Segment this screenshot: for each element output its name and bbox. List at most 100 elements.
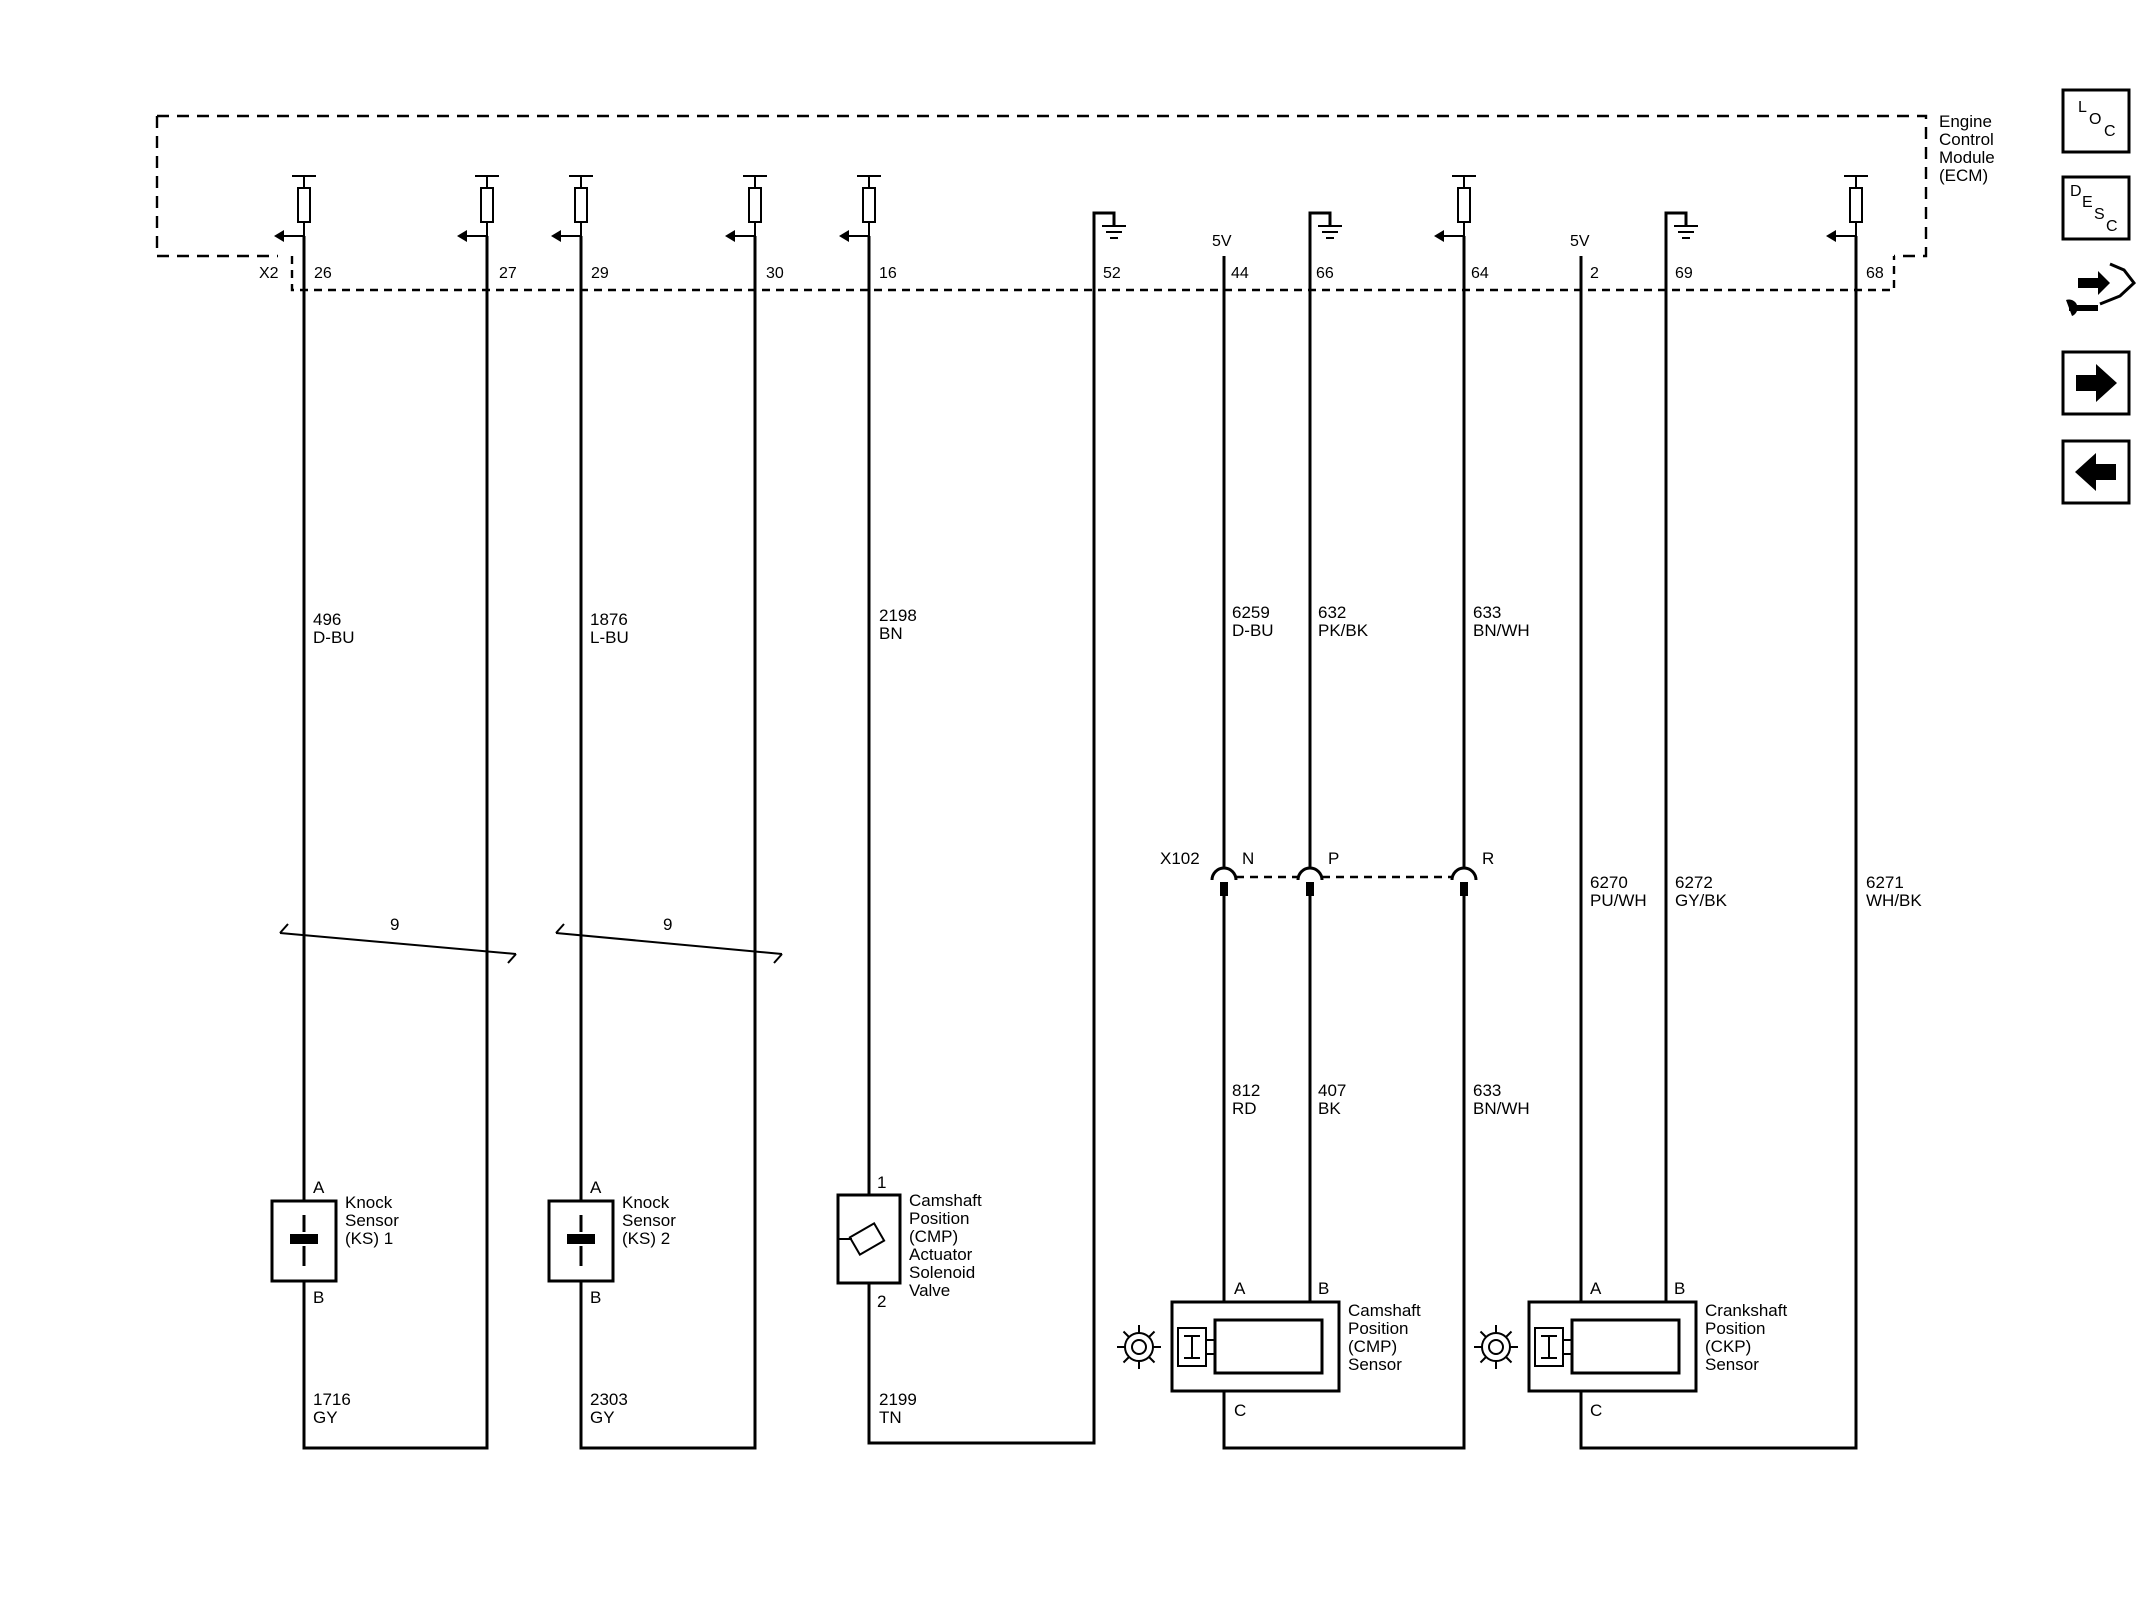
circuit-label: 2199: [879, 1390, 917, 1409]
circuit-label: 6270: [1590, 873, 1628, 892]
cmp-label-line: Sensor: [1348, 1355, 1402, 1374]
color-label: RD: [1232, 1099, 1257, 1118]
supply-5v-label-2: 5V: [1570, 233, 1590, 250]
ks1-pin-b: B: [313, 1288, 324, 1307]
previous-arrow-icon[interactable]: [2061, 439, 2131, 505]
wire-ks1-return: [302, 256, 489, 1450]
ks2-label-line: Sensor: [622, 1211, 676, 1230]
color-label: PU/WH: [1590, 891, 1647, 910]
solenoid-label-line: Solenoid: [909, 1263, 975, 1282]
solenoid-label-line: Camshaft: [909, 1191, 982, 1210]
supply-5v-label: 5V: [1212, 233, 1232, 250]
color-label: BN: [879, 624, 903, 643]
cmp-pin-c: C: [1234, 1401, 1246, 1420]
ckp-label-line: Sensor: [1705, 1355, 1759, 1374]
x102-label: X102: [1160, 849, 1200, 868]
ecm-connector-outline: [290, 256, 1896, 292]
resistor-symbol: [839, 175, 881, 256]
wire-labels: 496 D-BU 1876 L-BU 2198 BN 6259 D-BU 632…: [313, 603, 1922, 1427]
cmp-pin-a: A: [1234, 1279, 1246, 1298]
x102-pin-p: P: [1328, 849, 1339, 868]
ks1-label-line: Sensor: [345, 1211, 399, 1230]
cmp-label-line: Camshaft: [1348, 1301, 1421, 1320]
ckp-label-line: (CKP): [1705, 1337, 1751, 1356]
color-label: D-BU: [1232, 621, 1274, 640]
knock-sensor-1: A B Knock Sensor (KS) 1: [270, 1178, 399, 1307]
wire-633-lower: [1222, 888, 1466, 1450]
ckp-label-line: Crankshaft: [1705, 1301, 1787, 1320]
pin-30: 30: [766, 265, 784, 282]
circuit-label: 6272: [1675, 873, 1713, 892]
ckp-pin-c: C: [1590, 1401, 1602, 1420]
x102-pin-r-symbol: [1450, 866, 1478, 881]
pin-52: 52: [1103, 265, 1121, 282]
pin-labels: 26 27 29 30 16 52 44 66 64 2 69 68 5V 5V: [314, 233, 1884, 282]
pin-16: 16: [879, 265, 897, 282]
circuit-label: 812: [1232, 1081, 1260, 1100]
resistor-symbol: [725, 175, 767, 256]
solenoid-pin-1: 1: [877, 1173, 886, 1192]
ks1-label-line: Knock: [345, 1193, 393, 1212]
twist-count-label: 9: [663, 915, 672, 934]
ckp-sensor: A B C Crankshaft Position (CKP) Sensor: [1474, 1279, 1787, 1420]
loc-letter: O: [2089, 111, 2101, 128]
ecm-outline: [155, 114, 1928, 258]
circuit-label: 1716: [313, 1390, 351, 1409]
color-label: BN/WH: [1473, 621, 1530, 640]
circuit-label: 633: [1473, 603, 1501, 622]
ecm-connector-x2: X2: [259, 265, 279, 282]
cmp-label-line: (CMP): [1348, 1337, 1397, 1356]
gear-icon: [1117, 1325, 1161, 1369]
color-label: GY: [590, 1408, 615, 1427]
ecm-label-line2: Control: [1939, 130, 1994, 149]
ground-symbol: [1664, 211, 1698, 256]
color-label: TN: [879, 1408, 902, 1427]
gear-icon: [1474, 1325, 1518, 1369]
wire-6271: [1579, 256, 1858, 1450]
ks1-pin-a: A: [313, 1178, 325, 1197]
color-label: L-BU: [590, 628, 629, 647]
ks2-label-line: (KS) 2: [622, 1229, 670, 1248]
twisted-pair-ks2: 9: [555, 915, 783, 964]
knock-sensor-2: A B Knock Sensor (KS) 2: [547, 1178, 676, 1307]
x102-pin-p-symbol: [1296, 866, 1324, 881]
cmp-label-line: Position: [1348, 1319, 1408, 1338]
solenoid-label-line: (CMP): [909, 1227, 958, 1246]
loc-letter: C: [2104, 123, 2116, 140]
pin-29: 29: [591, 265, 609, 282]
solenoid-pin-2: 2: [877, 1292, 886, 1311]
cmp-actuator-solenoid: 1 2 Camshaft Position (CMP) Actuator Sol…: [836, 1173, 982, 1311]
color-label: GY/BK: [1675, 891, 1728, 910]
nav-buttons: L O C D E S C: [2061, 88, 2137, 505]
ks2-pin-a: A: [590, 1178, 602, 1197]
ckp-pin-a: A: [1590, 1279, 1602, 1298]
pin-2: 2: [1590, 265, 1599, 282]
pin-27: 27: [499, 265, 517, 282]
pin-64: 64: [1471, 265, 1489, 282]
desc-letter: C: [2106, 218, 2118, 235]
x102-pin-n-symbol: [1210, 866, 1238, 881]
ecm-label-line1: Engine: [1939, 112, 1992, 131]
color-label: BK: [1318, 1099, 1341, 1118]
pin-26: 26: [314, 265, 332, 282]
connector-wrench-icon[interactable]: [2066, 262, 2137, 316]
ground-symbol: [1092, 211, 1126, 256]
inline-connector-x102: X102 N P R: [1160, 849, 1494, 896]
cmp-pin-b: B: [1318, 1279, 1329, 1298]
circuit-label: 1876: [590, 610, 628, 629]
circuit-label: 6271: [1866, 873, 1904, 892]
ground-symbol: [1308, 211, 1342, 256]
color-label: PK/BK: [1318, 621, 1369, 640]
next-arrow-icon[interactable]: [2061, 350, 2131, 416]
location-icon[interactable]: L O C: [2061, 88, 2131, 154]
resistor-symbol: [274, 175, 316, 256]
circuit-label: 633: [1473, 1081, 1501, 1100]
ks2-pin-b: B: [590, 1288, 601, 1307]
wire-ks2-return: [579, 256, 757, 1450]
resistor-symbol: [457, 175, 499, 256]
pin-44: 44: [1231, 265, 1249, 282]
description-icon[interactable]: D E S C: [2061, 175, 2131, 241]
color-label: GY: [313, 1408, 338, 1427]
circuit-label: 632: [1318, 603, 1346, 622]
x102-pin-n: N: [1242, 849, 1254, 868]
